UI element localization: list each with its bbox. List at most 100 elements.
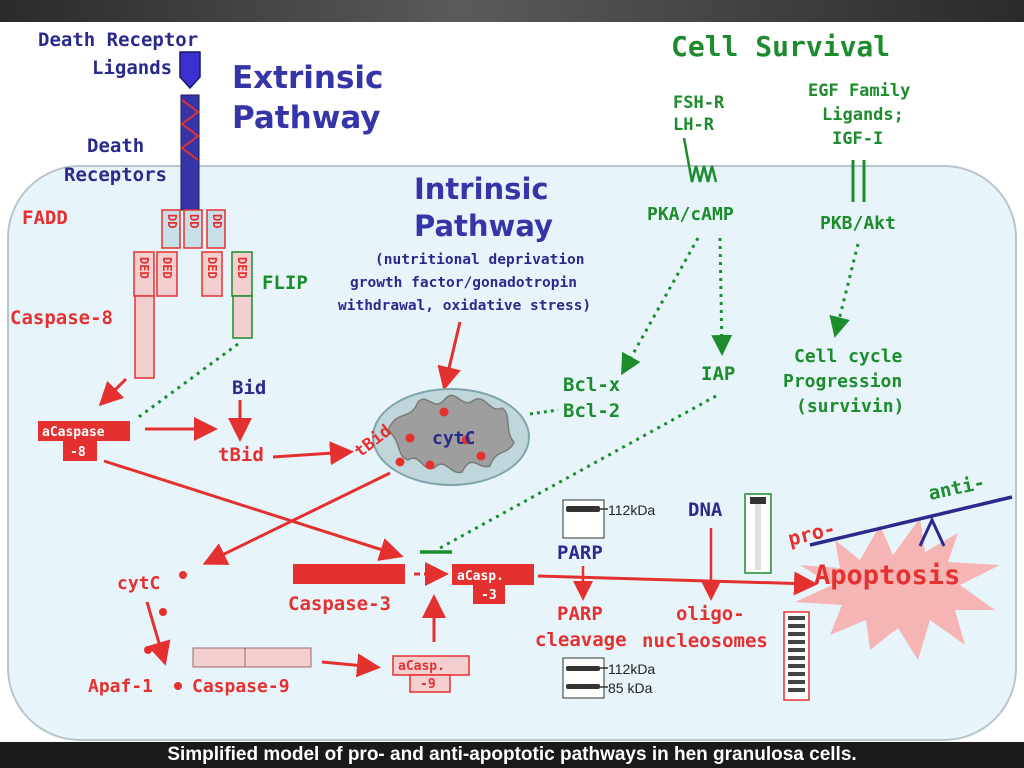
intrinsic-pathway-title-2: Pathway — [414, 209, 553, 243]
tbid-label: tBid — [218, 444, 264, 466]
parp-cleavage-label: PARP — [557, 603, 603, 625]
egf-label-3: IGF-I — [832, 129, 883, 149]
caspase3-body — [293, 564, 369, 584]
caspase8-body — [134, 295, 155, 379]
bcl-inhibition-dotted — [529, 408, 559, 416]
cytosolic-cytc-label: cytC — [117, 573, 160, 594]
oligo-label: oligo- — [676, 603, 745, 625]
title-bar — [0, 0, 1024, 22]
fsh-r-label: FSH-R — [673, 93, 725, 113]
cell-cycle-label: Cell cycle — [794, 346, 903, 367]
pathway-diagram: Death Receptor Ligands Extrinsic Pathway… — [7, 29, 1017, 741]
apoptosis-label: Apoptosis — [814, 560, 960, 591]
caspase9-body — [192, 647, 246, 668]
acaspase8-label: aCaspase — [42, 425, 105, 440]
intrinsic-note-2: growth factor/gonadotropin — [350, 275, 577, 291]
iap-label: IAP — [701, 363, 735, 385]
death-receptors-label: Death — [87, 135, 144, 157]
acaspase8-box-2 — [63, 441, 97, 461]
figure-caption: Simplified model of pro- and anti-apopto… — [167, 744, 857, 765]
apaf-dot — [174, 682, 182, 690]
acasp3-label-2: -3 — [481, 588, 497, 603]
egf-label-2: Ligands; — [822, 105, 904, 125]
bid-label: Bid — [232, 377, 266, 399]
parp-gel-bottom — [562, 657, 605, 699]
arrow-acasp8-to-casp3 — [103, 459, 404, 561]
intrinsic-note-3: withdrawal, oxidative stress) — [338, 298, 591, 314]
intrinsic-note: (nutritional deprivation — [375, 252, 585, 268]
flip-inhibition-dotted — [135, 342, 239, 421]
pka-camp-label: PKA/cAMP — [647, 204, 734, 225]
arrow-casp9-to-acasp9 — [321, 653, 381, 678]
caspase8-label: Caspase-8 — [10, 307, 113, 329]
acasp9-label: aCasp. — [398, 659, 445, 674]
acaspase8-label-2: -8 — [70, 445, 86, 460]
acasp3-box — [452, 564, 534, 585]
parp-cleavage-label-2: cleavage — [535, 629, 627, 651]
arrow-tbid-to-mito — [272, 441, 354, 466]
nucleosomes-label: nucleosomes — [642, 630, 768, 652]
caspase9-body-2 — [244, 647, 312, 668]
arrow-mito-to-cytc — [202, 471, 391, 565]
gpcr-icon — [682, 137, 718, 183]
intrinsic-pathway-title: Intrinsic — [414, 172, 549, 206]
caspase9-label: Caspase-9 — [192, 676, 290, 697]
dna-gel-lane — [755, 504, 761, 570]
cell-cycle-label-2: Progression — [783, 371, 902, 392]
flip-body — [232, 295, 253, 339]
acasp9-label-2: -9 — [420, 677, 436, 692]
parp-gel-band-112 — [566, 666, 600, 671]
arrow-casp8-to-acasp8 — [98, 377, 128, 407]
svg-text:DD: DD — [187, 214, 201, 228]
acasp3-label: aCasp. — [457, 569, 504, 584]
ligand-pentagon-icon — [179, 51, 201, 90]
death-receptors-label-2: Receptors — [64, 164, 167, 186]
kda-112-top-label: 112kDa — [608, 502, 655, 518]
cytc-dot — [179, 571, 187, 579]
extrinsic-pathway-title-2: Pathway — [232, 100, 381, 136]
parp-label: PARP — [557, 542, 603, 564]
lh-r-label: LH-R — [673, 115, 715, 135]
egf-label: EGF Family — [808, 81, 910, 101]
apoptosis-starburst — [795, 518, 1000, 660]
ded-domain-boxes: DED DED DED DED — [133, 251, 253, 297]
balance-fulcrum — [918, 516, 946, 547]
flip-label: FLIP — [262, 272, 308, 294]
kda-112-bottom-label: 112kDa — [608, 661, 655, 677]
svg-text:DED: DED — [235, 257, 249, 279]
dd-domain-boxes: DD DD DD — [161, 209, 226, 249]
arrow-pka-to-iap — [711, 237, 733, 356]
cell-cycle-label-3: (survivin) — [796, 396, 904, 417]
dna-gel-band — [750, 497, 766, 504]
cytc-dot-3 — [144, 646, 152, 654]
svg-text:DD: DD — [210, 214, 224, 228]
bcl-2-label: Bcl-2 — [563, 400, 620, 422]
svg-text:DED: DED — [205, 257, 219, 279]
receptor-zigzag — [180, 99, 200, 161]
ladder-bands — [788, 616, 805, 692]
svg-text:DED: DED — [160, 257, 174, 279]
arrow-cytc-to-apaf — [145, 601, 171, 666]
extrinsic-pathway-title: Extrinsic — [232, 60, 383, 96]
acaspase8-box — [38, 421, 130, 441]
fadd-label: FADD — [22, 207, 68, 229]
death-receptor-ligands-label: Death Receptor — [38, 29, 198, 51]
acasp3-box-2 — [473, 585, 505, 604]
pkb-akt-label: PKB/Akt — [820, 213, 896, 234]
bcl-x-label: Bcl-x — [563, 374, 620, 396]
cell-survival-title: Cell Survival — [671, 30, 890, 63]
caspase3-label: Caspase-3 — [288, 593, 391, 615]
kda-85-label: 85 kDa — [608, 680, 653, 696]
caption-bar — [0, 742, 1024, 768]
parp-gel-band — [566, 506, 600, 512]
released-dot — [395, 457, 405, 467]
svg-text:DED: DED — [137, 257, 151, 279]
svg-text:DD: DD — [165, 214, 179, 228]
cytc-dot-2 — [159, 608, 167, 616]
arrow-pka-to-bcl — [621, 237, 700, 376]
parp-gel-top — [562, 499, 605, 539]
apaf1-label: Apaf-1 — [88, 676, 153, 697]
parp-gel-band-85 — [566, 684, 600, 689]
mitochondrion — [372, 388, 530, 486]
